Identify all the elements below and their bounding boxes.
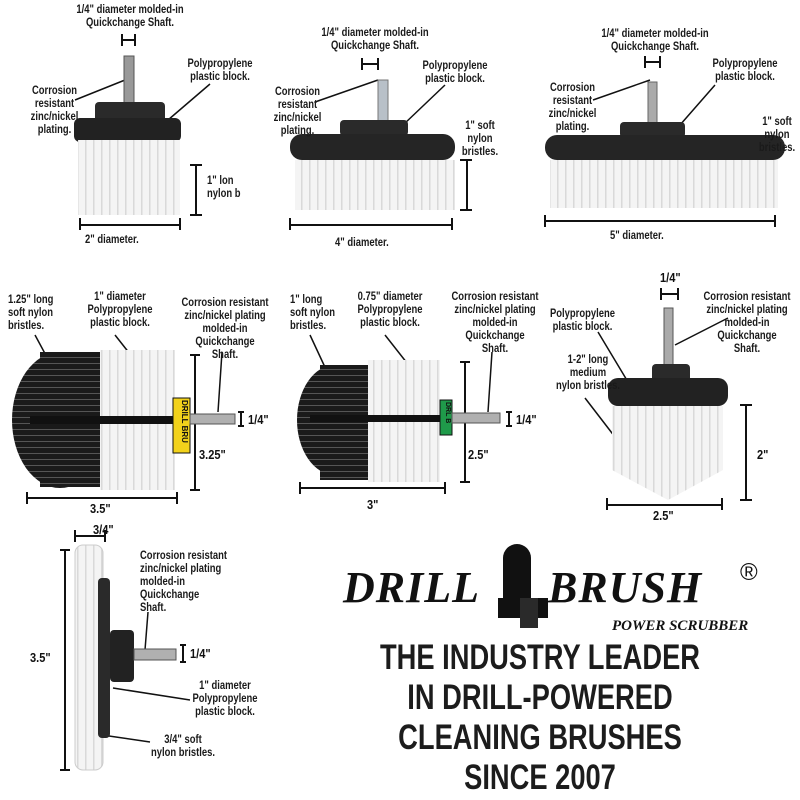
brush-2in-block-label: Polypropylene plastic block. — [187, 58, 253, 83]
brand-subtitle: POWER SCRUBBER — [612, 618, 749, 634]
brush-large-shaft-dim-label: 1/4" — [248, 412, 269, 427]
brush-small-shaft-dim-label: 1/4" — [516, 412, 537, 427]
brush-2in-image — [74, 55, 181, 215]
brush-cone-width-label: 2.5" — [653, 508, 674, 523]
brush-side-shaft-dim-label: 1/4" — [190, 646, 211, 661]
brush-small-bristle-label: 1" long soft nylon bristles. — [290, 294, 336, 332]
brush-5in-diameter-label: 5" diameter. — [610, 230, 664, 242]
brush-4in-shaft-label: 1/4" diameter molded-in Quickchange Shaf… — [321, 27, 429, 52]
brush-2in-plating-label: Corrosion resistant zinc/nickel plating. — [30, 85, 79, 136]
brush-small-block-label: 0.75" diameter Polypropylene plastic blo… — [357, 291, 423, 329]
brush-side-block-label: 1" diameter Polypropylene plastic block. — [192, 680, 258, 718]
brush-2in-diameter-label: 2" diameter. — [85, 234, 139, 246]
brush-cone-shaft-label: Corrosion resistant zinc/nickel plating … — [703, 291, 791, 355]
brush-5in-image — [545, 81, 785, 208]
brush-cone-block-label: Polypropylene plastic block. — [550, 308, 615, 333]
brush-large-block-label: 1" diameter Polypropylene plastic block. — [87, 291, 153, 329]
brush-large-block-text: DRILL BRU — [180, 400, 189, 443]
brush-small-shaft-label: Corrosion resistant zinc/nickel plating … — [451, 291, 539, 355]
tagline-line-2: IN DRILL-POWERED — [407, 678, 673, 717]
brush-5in-plating-label: Corrosion resistant zinc/nickel plating. — [548, 82, 597, 133]
brush-4in-image — [290, 79, 455, 210]
tagline-line-1: THE INDUSTRY LEADER — [379, 638, 701, 677]
brush-4in-diameter-label: 4" diameter. — [335, 237, 389, 249]
brush-small-block-text: DRL B — [444, 402, 451, 424]
brush-4in-block-label: Polypropylene plastic block. — [422, 60, 488, 85]
brush-4in-plating-label: Corrosion resistant zinc/nickel plating. — [273, 86, 322, 137]
drill-brush-logo-icon — [498, 544, 548, 628]
brush-large-bristle-label: 1.25" long soft nylon bristles. — [8, 294, 54, 332]
brush-cone-shaft-dim-label: 1/4" — [660, 270, 681, 285]
brush-side-bristle-label: 3/4" soft nylon bristles. — [151, 734, 215, 759]
brush-large-width-label: 3.5" — [90, 501, 111, 516]
brush-side-height-label: 3.5" — [30, 650, 51, 665]
brush-cone-height-label: 2" — [757, 447, 769, 462]
brush-2in-bristle-label: 1" lon nylon b — [207, 175, 241, 200]
brand-name-right: BRUSH — [548, 563, 703, 612]
brush-cone-image — [608, 307, 728, 500]
brush-4in-bristle-label: 1" soft nylon bristles. — [461, 120, 499, 158]
brand-name-left: DRILL — [343, 563, 480, 612]
brush-small-height-label: 2.5" — [468, 447, 489, 462]
brush-large-height-label: 3.25" — [199, 447, 226, 462]
brush-cone-bristle-label: 1-2" long medium nylon bristles. — [556, 354, 620, 392]
brush-large-cylinder-image — [12, 350, 236, 490]
brush-side-width-label: 3/4" — [93, 522, 114, 537]
brush-5in-shaft-label: 1/4" diameter molded-in Quickchange Shaf… — [601, 28, 709, 53]
dimension-lines — [26, 34, 776, 771]
brush-large-shaft-label: Corrosion resistant zinc/nickel plating … — [181, 297, 269, 361]
brush-2in-shaft-label: 1/4" diameter molded-in Quickchange Shaf… — [76, 4, 184, 29]
brush-small-width-label: 3" — [367, 497, 379, 512]
brush-side-shaft-label: Corrosion resistant zinc/nickel plating … — [140, 550, 227, 614]
brush-side-image — [74, 544, 177, 771]
tagline-line-3: CLEANING BRUSHES — [398, 718, 682, 757]
brush-small-cylinder-image — [297, 360, 501, 482]
brush-5in-block-label: Polypropylene plastic block. — [712, 58, 778, 83]
tagline-line-4: SINCE 2007 — [464, 758, 616, 797]
registered-mark: ® — [740, 559, 758, 586]
brush-5in-bristle-label: 1" soft nylon bristles. — [758, 116, 796, 154]
